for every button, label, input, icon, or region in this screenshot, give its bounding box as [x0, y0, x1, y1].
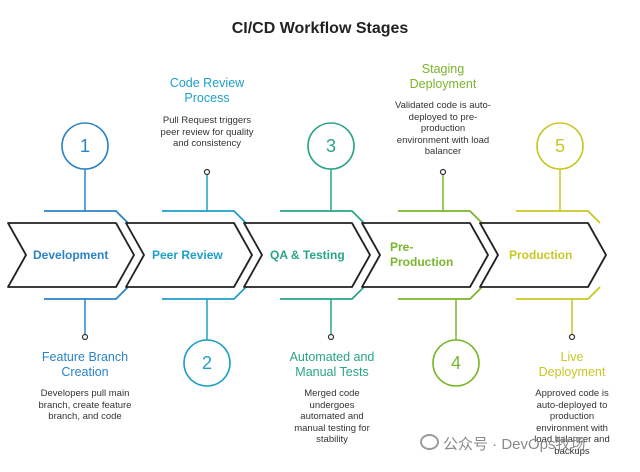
stage-3-heading: Automated and Manual Tests: [289, 350, 375, 379]
stage-3-dot: [327, 333, 335, 341]
stage-1-accent-bottom: [44, 286, 129, 300]
stage-2-label: Peer Review: [152, 248, 223, 262]
stage-4-dot: [439, 168, 447, 176]
stage-3-chevron: [243, 222, 371, 288]
stage-5-accent-bottom: [516, 286, 601, 300]
watermark: 公众号 · DevOps牧场: [420, 433, 586, 454]
stage-3-label: QA & Testing: [270, 248, 345, 262]
stage-1-chevron: [7, 222, 135, 288]
stage-1-label: Development: [33, 248, 109, 262]
stage-4-heading: Staging Deployment: [409, 62, 477, 91]
stage-1-description: Developers pull main branch, create feat…: [38, 388, 132, 422]
stage-2-heading: Code Review Process: [169, 76, 245, 105]
stage-4-accent-bottom: [398, 286, 483, 300]
stage-1-accent-top: [44, 210, 129, 224]
stage-3-accent-top: [280, 210, 365, 224]
stage-2-chevron: [125, 222, 253, 288]
stage-3-description: Merged code undergoes automated and manu…: [294, 388, 370, 445]
stage-5-chevron: [479, 222, 607, 288]
stage-2-dot: [203, 168, 211, 176]
stage-5-description: Approved code is auto-deployed to produc…: [534, 388, 610, 457]
stage-1-heading: Feature Branch Creation: [41, 350, 129, 379]
stage-4-accent-top: [398, 210, 483, 224]
stage-4-description: Validated code is auto-deployed to pre-p…: [395, 100, 491, 157]
stage-5-accent-top: [516, 210, 601, 224]
stage-3-number-circle: [307, 122, 355, 170]
stage-2-number: 2: [201, 353, 212, 373]
stage-5-number-circle: [536, 122, 584, 170]
stage-1-dot: [81, 333, 89, 341]
stage-1-number-circle: [61, 122, 109, 170]
watermark-text: 公众号 · DevOps牧场: [443, 436, 586, 453]
stage-5-label: Production: [509, 248, 573, 262]
stage-5-dot: [568, 333, 576, 341]
stage-2-number-circle: [183, 339, 231, 387]
wechat-icon: [420, 434, 439, 450]
stage-5-number: 5: [554, 136, 565, 156]
stage-2-accent-bottom: [162, 286, 247, 300]
stage-2-accent-top: [162, 210, 247, 224]
stage-1-number: 1: [79, 136, 90, 156]
stage-4-number: 4: [450, 353, 461, 373]
stage-4-number-circle: [432, 339, 480, 387]
stage-2-description: Pull Request triggers peer review for qu…: [160, 115, 254, 149]
diagram-title: CI/CD Workflow Stages: [231, 20, 409, 37]
stage-4-chevron: [361, 222, 489, 288]
stage-4-label: Pre-Production: [390, 240, 454, 269]
stage-3-accent-bottom: [280, 286, 365, 300]
stage-3-number: 3: [325, 136, 336, 156]
stage-5-heading: Live Deployment: [538, 350, 606, 379]
